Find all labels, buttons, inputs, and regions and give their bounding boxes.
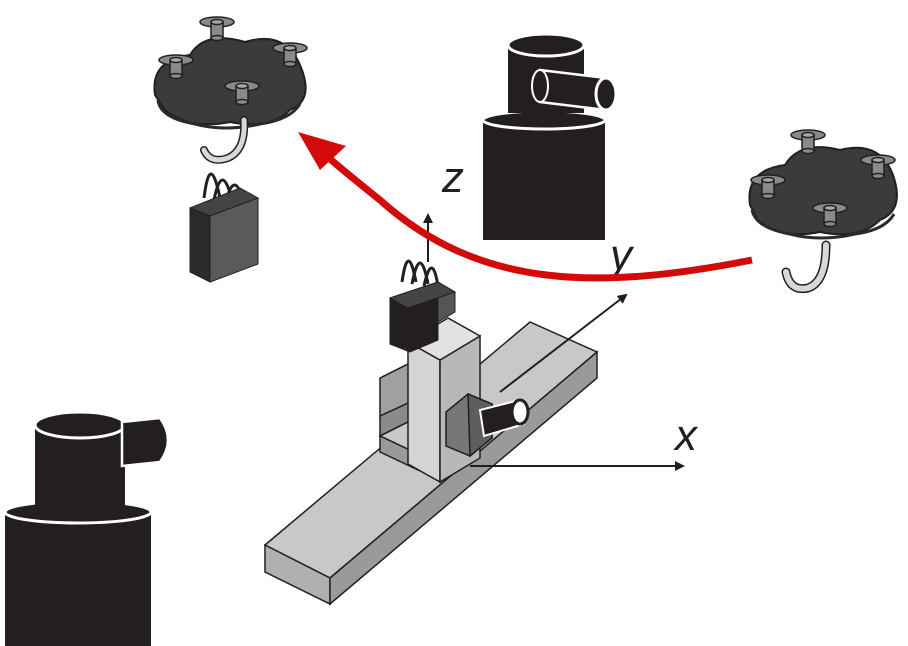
bag-in-gripper — [388, 259, 457, 353]
drone-right — [748, 129, 898, 294]
camera-pedestal-top — [481, 109, 607, 131]
camera-top-center — [481, 32, 618, 240]
camera-body-top — [506, 32, 586, 58]
bag-front — [189, 207, 211, 283]
camera-lens-side — [120, 416, 170, 468]
camera-body-top — [33, 410, 127, 440]
camera-bottom-left — [3, 410, 170, 646]
gripper-camera-lens-front — [510, 398, 530, 426]
flight-trajectory — [298, 132, 753, 282]
gripper-column-front — [407, 340, 441, 484]
drone-body — [748, 146, 898, 236]
bag-side — [209, 197, 259, 283]
camera-pedestal — [483, 120, 605, 240]
x-axis-label: x — [673, 411, 699, 460]
y-axis-label: y — [607, 231, 635, 280]
coordinate-axes: x y z — [423, 153, 699, 471]
drone-left — [153, 16, 308, 283]
z-axis-label: z — [441, 153, 464, 202]
trajectory-arrowhead — [298, 132, 346, 170]
camera-pedestal — [5, 512, 151, 646]
bag-hanging — [188, 172, 260, 283]
trajectory-path — [319, 149, 753, 282]
gripper-camera — [445, 392, 530, 458]
y-axis-arrow — [499, 293, 628, 393]
drone-rotor-icon — [199, 16, 235, 42]
camera-lens-front — [594, 76, 618, 112]
